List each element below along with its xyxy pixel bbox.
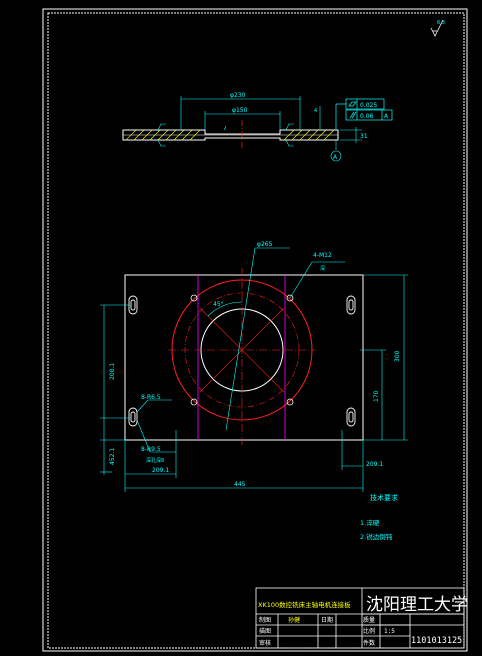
roughness-symbol-icon bbox=[430, 19, 444, 37]
row-checked-label: 描图 bbox=[259, 627, 271, 635]
datum-label: A bbox=[333, 154, 338, 161]
dim-left-upper: 208.1 bbox=[109, 363, 116, 380]
dim-angle: 45° bbox=[213, 301, 224, 308]
note-item-2: 2.锐边倒钝 bbox=[360, 532, 393, 541]
count-label: 件数 bbox=[363, 639, 375, 647]
weight-label: 质量 bbox=[363, 616, 375, 624]
bolt-hole bbox=[286, 294, 294, 302]
dim-height: 300 bbox=[394, 350, 401, 362]
diag-line-2 bbox=[199, 307, 285, 393]
title-block bbox=[255, 587, 465, 649]
plate-outline bbox=[124, 274, 364, 441]
dim-holes-sub: 深 bbox=[320, 265, 325, 272]
dim-phi265-leader bbox=[225, 247, 290, 431]
flatness-value: 0.025 bbox=[360, 102, 377, 109]
dim-thickness: 31 bbox=[360, 133, 368, 140]
section-hatch-left bbox=[125, 129, 201, 141]
slot bbox=[346, 295, 356, 315]
slot bbox=[128, 407, 138, 427]
dim-bottom-small: 209.1 bbox=[152, 467, 169, 474]
dim-slot-a: 8-R6.5 bbox=[141, 394, 161, 401]
datum-symbol bbox=[330, 140, 342, 162]
dim-overall-width: 445 bbox=[234, 481, 246, 488]
section-roughness-icons bbox=[157, 123, 294, 147]
sheet-border bbox=[42, 8, 468, 652]
slot bbox=[346, 407, 356, 427]
plan-view: φ265 4-M12 深 45° 208.1 452.1 8-R6 bbox=[100, 241, 408, 492]
drawing-number: 1101013125 bbox=[411, 636, 462, 646]
row-date-label: 日期 bbox=[321, 616, 333, 624]
dim-holes: 4-M12 bbox=[313, 252, 332, 259]
dim-bottom-lines bbox=[124, 430, 364, 492]
section-view: φ230 φ150 4 0.025 0.06 A bbox=[122, 92, 393, 162]
dim-phi150-lines bbox=[204, 111, 281, 130]
note-item-1: 1.淬硬 bbox=[360, 518, 380, 527]
slot-leaders bbox=[136, 399, 176, 453]
dim-right-small: 209.1 bbox=[366, 461, 383, 468]
bolt-hole bbox=[190, 398, 198, 406]
dim-thickness-lines bbox=[340, 127, 362, 143]
row-drawn-name: 孙健 bbox=[288, 616, 300, 624]
scale-value: 1:5 bbox=[384, 628, 395, 635]
dim-center-height: 170 bbox=[373, 390, 380, 402]
dim-slot-b: 8-R9.5 bbox=[141, 446, 161, 453]
section-plate-outline bbox=[122, 129, 339, 141]
notes-heading: 技术要求 bbox=[370, 493, 398, 502]
dim-holes-leader bbox=[289, 261, 345, 299]
dim-slot-b-sub: 深孔深8 bbox=[146, 457, 164, 464]
dim-left-lower: 452.1 bbox=[109, 448, 116, 465]
dim-right-lines bbox=[360, 274, 408, 441]
university-name: 沈阳理工大学 bbox=[366, 595, 468, 615]
technical-notes: 技术要求 1.淬硬 2.锐边倒钝 bbox=[360, 493, 398, 541]
dim-phi230: φ230 bbox=[230, 92, 246, 99]
dim-phi265: φ265 bbox=[257, 241, 273, 248]
angle-arc bbox=[207, 301, 243, 317]
bolt-hole bbox=[286, 398, 294, 406]
parallel-datum: A bbox=[384, 113, 389, 120]
section-hatch-right bbox=[283, 129, 335, 141]
part-name: XK100数控铣床主轴电机连接板 bbox=[258, 600, 351, 609]
parallel-value: 0.06 bbox=[360, 113, 374, 120]
roughness-value: 6.3 bbox=[437, 20, 445, 26]
dim-left-lines bbox=[100, 304, 130, 475]
bolt-hole bbox=[190, 294, 198, 302]
row-drawn-label: 制图 bbox=[259, 616, 271, 624]
row-approved-label: 审核 bbox=[259, 639, 271, 647]
dim-phi230-lines bbox=[180, 96, 301, 130]
dim-depth: 4 bbox=[314, 108, 317, 114]
dim-phi150: φ150 bbox=[232, 107, 248, 114]
tolerance-frames bbox=[335, 98, 393, 130]
bolt-holes bbox=[190, 294, 294, 406]
scale-label: 比例 bbox=[363, 627, 375, 635]
